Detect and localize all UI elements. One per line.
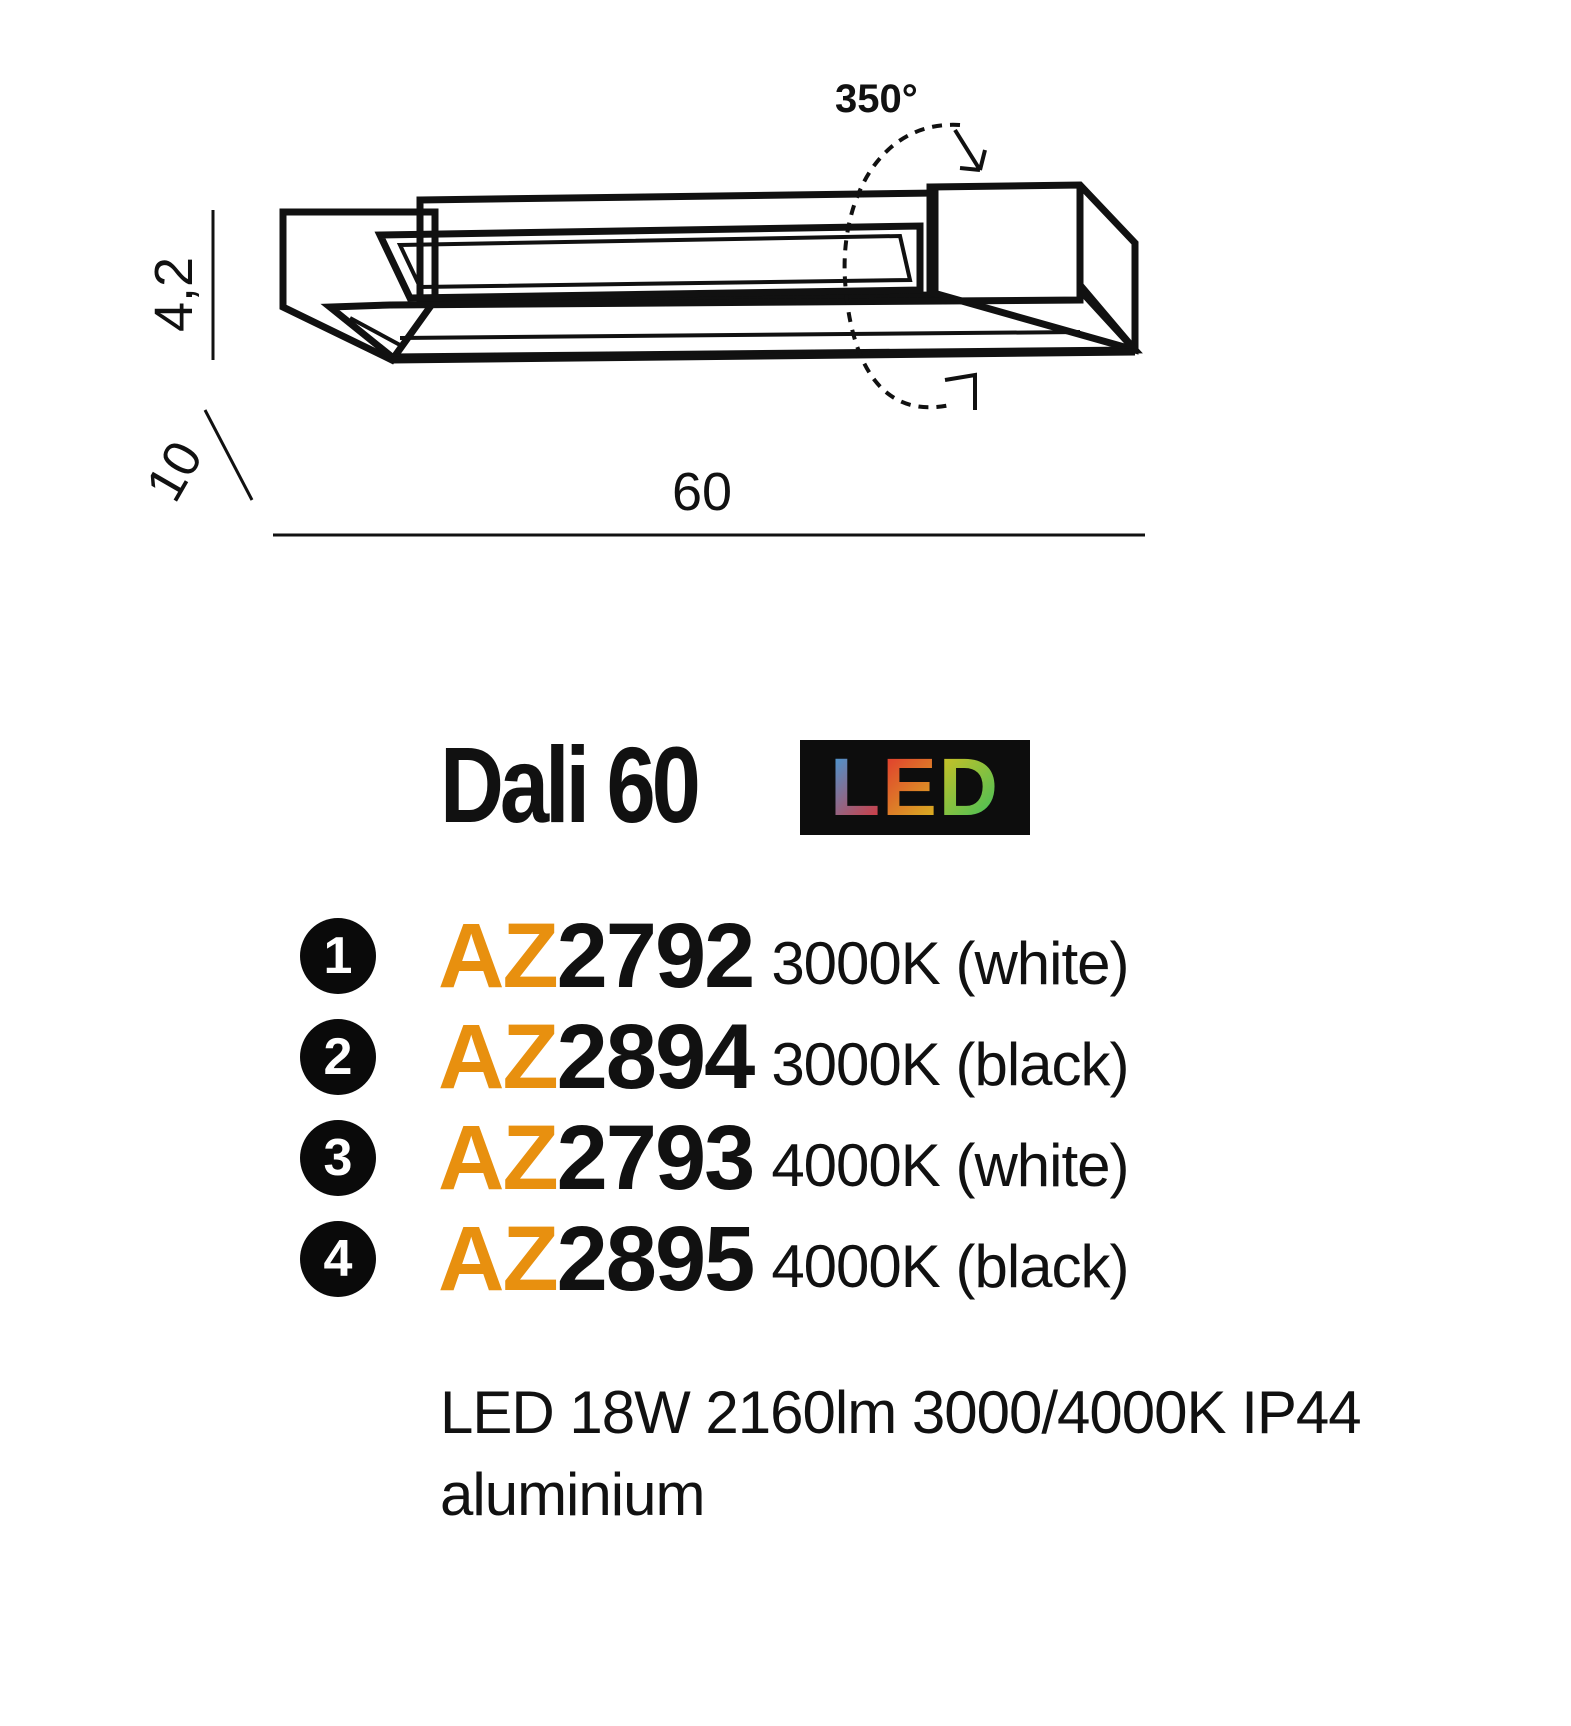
variant-description: 3000K (white) [771, 929, 1129, 997]
code-number: 2895 [556, 1207, 756, 1310]
variant-item: 3 AZ 2793 4000K (white) [300, 1106, 1130, 1209]
rotation-label: 350° [835, 77, 918, 121]
width-label: 60 [672, 462, 732, 522]
height-label: 4,2 [144, 257, 204, 332]
product-title: Dali 60 [440, 724, 701, 845]
variant-description: 3000K (black) [771, 1030, 1129, 1098]
technical-drawing: 350° 4,2 10 60 [135, 77, 1145, 537]
code-prefix: AZ [438, 1106, 559, 1209]
variant-item: 2 AZ 2894 3000K (black) [300, 1005, 1130, 1108]
variant-item: 4 AZ 2895 4000K (black) [300, 1207, 1130, 1310]
number-badge: 2 [300, 1018, 376, 1095]
variant-list: 1 AZ 2792 3000K (white) 2 AZ 2894 3000K … [300, 904, 1130, 1310]
variant-description: 4000K (white) [771, 1131, 1129, 1199]
spec-line-power: LED 18W 2160lm 3000/4000K IP44 [440, 1379, 1362, 1446]
title-row: Dali 60 [440, 730, 753, 840]
depth-label: 10 [135, 432, 214, 511]
number-badge: 4 [300, 1220, 376, 1297]
led-badge-text: LED [829, 741, 1000, 833]
led-badge-letter: D [938, 741, 1000, 833]
code-prefix: AZ [438, 1005, 559, 1108]
code-prefix: AZ [438, 1207, 559, 1310]
led-badge: LED [800, 740, 1030, 835]
spec-line-material: aluminium [440, 1461, 705, 1528]
number-badge: 1 [300, 917, 376, 994]
variant-item: 1 AZ 2792 3000K (white) [300, 904, 1130, 1007]
number-badge: 3 [300, 1119, 376, 1196]
led-badge-letter: L [829, 741, 883, 833]
lamp-outline [279, 181, 1143, 365]
code-number: 2894 [556, 1005, 756, 1108]
variant-description: 4000K (black) [771, 1232, 1129, 1300]
depth-dimension-line [203, 409, 254, 501]
code-prefix: AZ [438, 904, 559, 1007]
led-badge-letter: E [882, 741, 939, 833]
code-number: 2792 [556, 904, 756, 1007]
specifications: LED 18W 2160lm 3000/4000K IP44 aluminium [440, 1372, 1362, 1536]
code-number: 2793 [556, 1106, 756, 1209]
rotation-arrow [842, 122, 961, 410]
